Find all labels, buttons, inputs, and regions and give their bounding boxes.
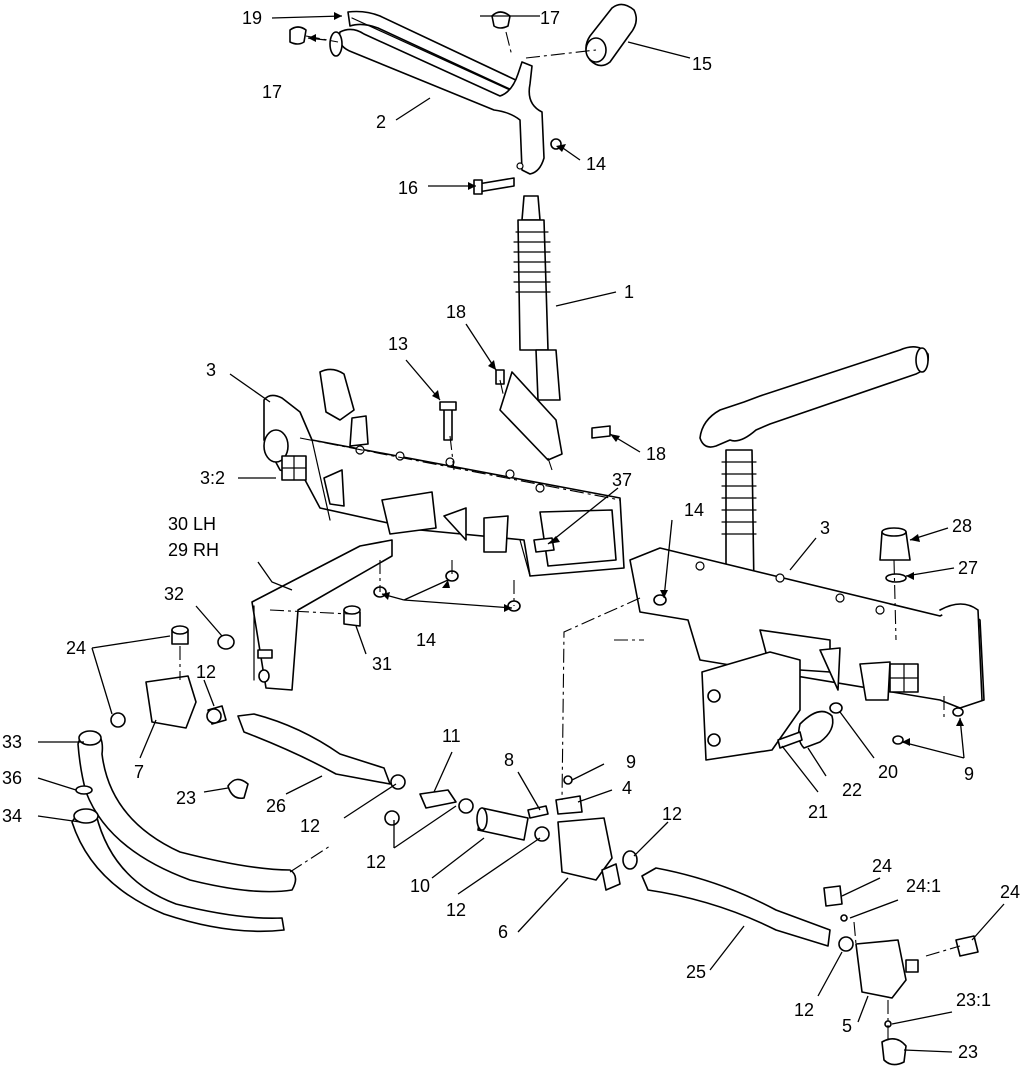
callout-25: 25 xyxy=(686,962,706,982)
callout-17: 17 xyxy=(262,82,282,102)
callout-17: 17 xyxy=(540,8,560,28)
callout-4: 4 xyxy=(622,778,632,798)
nut-part xyxy=(217,634,235,650)
control-column-part xyxy=(513,195,561,401)
assembly-lines xyxy=(179,31,961,1040)
bolt-part xyxy=(591,425,611,439)
callout-12: 12 xyxy=(196,662,216,682)
callout-24: 24 xyxy=(1000,882,1020,902)
grip-part xyxy=(585,3,638,67)
bolt-part xyxy=(439,401,457,441)
callout-24-1: 24:1 xyxy=(906,876,941,896)
plug-part xyxy=(491,11,511,29)
washer-part xyxy=(885,573,907,583)
callout-24: 24 xyxy=(872,856,892,876)
right-control-lever-part xyxy=(699,346,930,591)
callout-9: 9 xyxy=(626,752,636,772)
callout-18: 18 xyxy=(446,302,466,322)
callout-37: 37 xyxy=(612,470,632,490)
callout-12: 12 xyxy=(300,816,320,836)
bracket-part xyxy=(527,775,583,819)
callout-15: 15 xyxy=(692,54,712,74)
callout-31: 31 xyxy=(372,654,392,674)
callout-23-1: 23:1 xyxy=(956,990,991,1010)
callout-3: 3 xyxy=(206,360,216,380)
callout-21: 21 xyxy=(808,802,828,822)
side-bracket-part xyxy=(251,539,393,691)
callout-22: 22 xyxy=(842,780,862,800)
callout-12: 12 xyxy=(662,804,682,824)
callout-26: 26 xyxy=(266,796,286,816)
callout-8: 8 xyxy=(504,750,514,770)
callout-32: 32 xyxy=(164,584,184,604)
callout-labels: 1 2 3 3 3:2 4 5 6 7 8 9 9 10 11 12 12 12… xyxy=(2,8,1020,1062)
callout-5: 5 xyxy=(842,1016,852,1036)
callout-29-rh: 29 RH xyxy=(168,540,219,560)
callout-24: 24 xyxy=(66,638,86,658)
plug-part xyxy=(289,26,307,45)
callout-12: 12 xyxy=(446,900,466,920)
control-lever-part xyxy=(329,28,545,175)
leader-arrowheads xyxy=(308,12,964,746)
callout-6: 6 xyxy=(498,922,508,942)
callout-10: 10 xyxy=(410,876,430,896)
callout-14: 14 xyxy=(416,630,436,650)
callout-14: 14 xyxy=(586,154,606,174)
callout-34: 34 xyxy=(2,806,22,826)
frame-plate-left-part xyxy=(263,368,625,577)
callout-7: 7 xyxy=(134,762,144,782)
valve-right-part xyxy=(823,885,979,1066)
bolt-part xyxy=(495,369,505,385)
hose-long-part xyxy=(71,730,297,933)
valve-center-part xyxy=(557,817,638,891)
callout-27: 27 xyxy=(958,558,978,578)
callout-18: 18 xyxy=(646,444,666,464)
hose-25-part xyxy=(641,867,831,947)
callout-23: 23 xyxy=(958,1042,978,1062)
callout-14: 14 xyxy=(684,500,704,520)
callout-1: 1 xyxy=(624,282,634,302)
callout-16: 16 xyxy=(398,178,418,198)
callout-28: 28 xyxy=(952,516,972,536)
bolt-part xyxy=(473,177,515,195)
callout-13: 13 xyxy=(388,334,408,354)
clamp-strap-part xyxy=(777,702,843,749)
callout-23: 23 xyxy=(176,788,196,808)
callout-19: 19 xyxy=(242,8,262,28)
callout-3: 3 xyxy=(820,518,830,538)
fitting-part xyxy=(419,789,457,809)
hose-10-part xyxy=(476,807,529,841)
callout-3-2: 3:2 xyxy=(200,468,225,488)
bumper-part xyxy=(879,527,911,561)
callout-12: 12 xyxy=(794,1000,814,1020)
mount-block-part xyxy=(701,651,801,761)
callout-33: 33 xyxy=(2,732,22,752)
hose-26-part xyxy=(237,713,391,785)
callout-2: 2 xyxy=(376,112,386,132)
callout-11: 11 xyxy=(442,726,461,746)
callout-36: 36 xyxy=(2,768,22,788)
bolt-part xyxy=(343,605,361,627)
callout-12: 12 xyxy=(366,852,386,872)
callout-20: 20 xyxy=(878,762,898,782)
callout-30-lh: 30 LH xyxy=(168,514,216,534)
callout-9: 9 xyxy=(964,764,974,784)
stud-part xyxy=(533,537,555,553)
